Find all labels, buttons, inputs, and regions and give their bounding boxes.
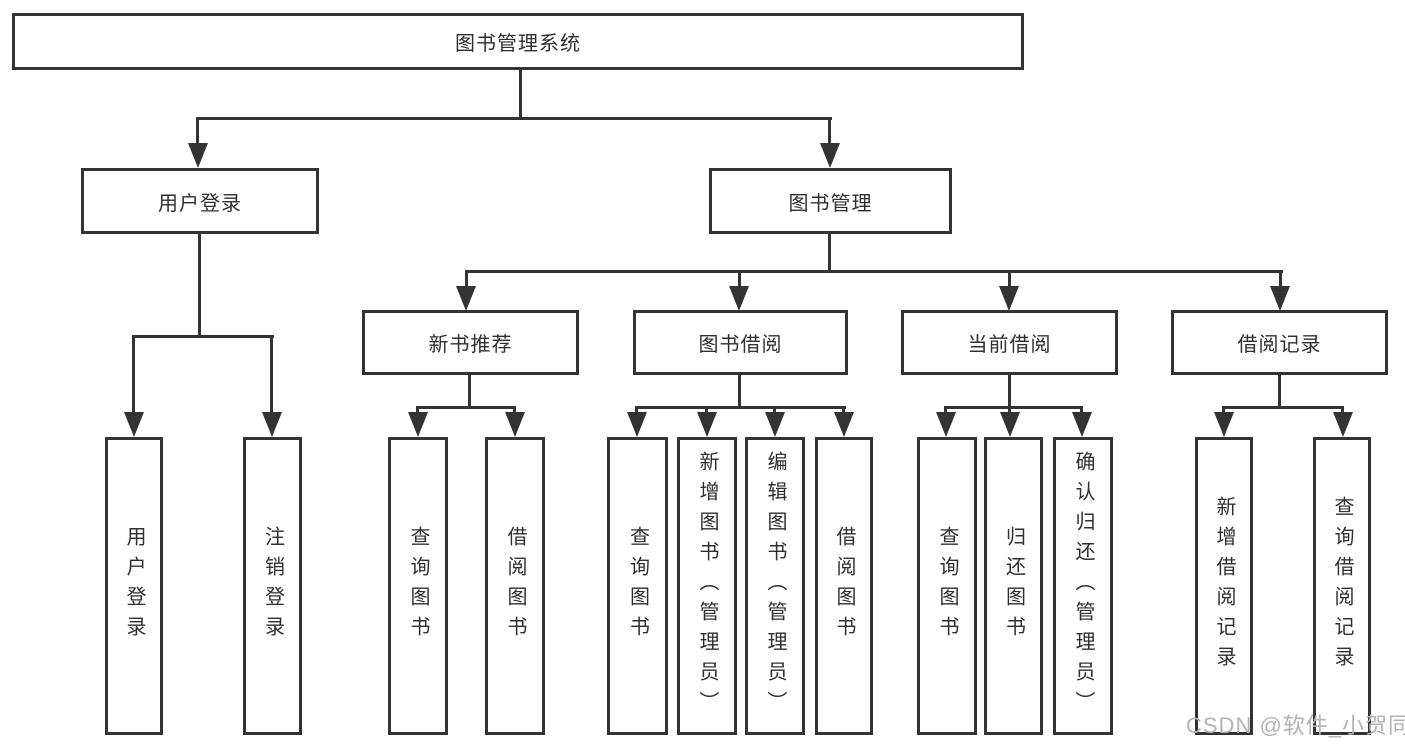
leaf-query-book-borrow-label: 查询图书 bbox=[626, 526, 649, 646]
arrow-down-add-book-admin bbox=[697, 412, 717, 437]
leaf-add-borrow-record: 新增借阅记录 bbox=[1195, 437, 1253, 735]
leaf-add-borrow-record-label: 新增借阅记录 bbox=[1213, 496, 1235, 676]
connector-nr-arm-2 bbox=[513, 406, 516, 414]
arrow-down-query-book-borrow bbox=[627, 412, 647, 437]
connector-ul-arm-1 bbox=[132, 335, 135, 413]
leaf-return-book: 归还图书 bbox=[984, 437, 1043, 735]
leaf-query-borrow-record: 查询借阅记录 bbox=[1313, 437, 1371, 735]
arrow-down-query-borrow-record bbox=[1333, 412, 1353, 437]
node-current-borrow: 当前借阅 bbox=[901, 310, 1118, 375]
arrow-down-borrow-book-recommend bbox=[505, 412, 525, 437]
arrow-down-query-book-recommend bbox=[408, 412, 428, 437]
connector-cb-arm-1 bbox=[944, 406, 947, 414]
leaf-edit-book-admin: 编辑图书（管理员） bbox=[745, 437, 805, 735]
leaf-add-book-admin: 新增图书（管理员） bbox=[677, 437, 737, 735]
leaf-confirm-return-admin-label: 确认归还（管理员） bbox=[1072, 451, 1094, 721]
leaf-return-book-label: 归还图书 bbox=[1002, 526, 1025, 646]
arrow-down-return-book bbox=[1000, 412, 1020, 437]
arrow-down-query-book-current bbox=[936, 412, 956, 437]
connector-root-stem bbox=[519, 70, 522, 118]
leaf-query-borrow-record-label: 查询借阅记录 bbox=[1331, 496, 1353, 676]
connector-cb-hbar bbox=[944, 406, 1083, 409]
connector-bm-hbar bbox=[465, 270, 1283, 273]
connector-bm-arm-2 bbox=[738, 270, 741, 288]
connector-br-stem bbox=[1278, 375, 1281, 408]
leaf-borrow-book-borrow-label: 借阅图书 bbox=[833, 526, 855, 646]
connector-nr-hbar bbox=[416, 406, 516, 409]
node-borrow-records: 借阅记录 bbox=[1171, 310, 1388, 375]
node-new-book-recommend: 新书推荐 bbox=[362, 310, 579, 375]
node-book-borrow: 图书借阅 bbox=[633, 310, 848, 375]
connector-br-arm-2 bbox=[1341, 406, 1344, 414]
connector-ul-arm-2 bbox=[270, 335, 273, 413]
connector-bb-arm-2 bbox=[705, 406, 708, 414]
connector-br-hbar bbox=[1222, 406, 1344, 409]
leaf-borrow-book-recommend: 借阅图书 bbox=[485, 437, 545, 735]
connector-ul-hbar bbox=[132, 335, 274, 338]
connector-cb-arm-2 bbox=[1008, 406, 1011, 414]
connector-root-arm-left bbox=[196, 117, 199, 145]
connector-nr-arm-1 bbox=[416, 406, 419, 414]
leaf-user-login: 用户登录 bbox=[105, 437, 163, 735]
arrow-down-current-borrow bbox=[999, 286, 1019, 311]
connector-br-arm-1 bbox=[1222, 406, 1225, 414]
connector-cb-arm-3 bbox=[1080, 406, 1083, 414]
connector-bm-arm-1 bbox=[465, 270, 468, 288]
connector-root-arm-right bbox=[828, 117, 831, 145]
arrow-down-confirm-return-admin bbox=[1072, 412, 1092, 437]
connector-bb-arm-4 bbox=[842, 406, 845, 414]
arrow-down-edit-book-admin bbox=[765, 412, 785, 437]
leaf-user-login-label: 用户登录 bbox=[123, 526, 145, 646]
arrow-down-logout bbox=[262, 412, 282, 437]
connector-bm-arm-3 bbox=[1008, 270, 1011, 288]
leaf-edit-book-admin-label: 编辑图书（管理员） bbox=[764, 451, 786, 721]
node-book-management: 图书管理 bbox=[709, 168, 952, 234]
arrow-down-borrow-book-borrow bbox=[834, 412, 854, 437]
leaf-add-book-admin-label: 新增图书（管理员） bbox=[696, 451, 718, 721]
connector-bb-stem bbox=[738, 375, 741, 408]
arrow-down-borrow-records bbox=[1270, 286, 1290, 311]
arrow-down-user-login bbox=[188, 143, 208, 168]
connector-bb-hbar bbox=[635, 406, 846, 409]
connector-bm-arm-4 bbox=[1279, 270, 1282, 288]
connector-bb-arm-1 bbox=[635, 406, 638, 414]
leaf-query-book-recommend-label: 查询图书 bbox=[407, 526, 429, 646]
leaf-logout-label: 注销登录 bbox=[261, 526, 284, 646]
leaf-query-book-current: 查询图书 bbox=[917, 437, 977, 735]
csdn-watermark: CSDN @软件_小贺同学 bbox=[1186, 713, 1405, 738]
leaf-borrow-book-recommend-label: 借阅图书 bbox=[504, 526, 526, 646]
arrow-down-add-borrow-record bbox=[1214, 412, 1234, 437]
leaf-confirm-return-admin: 确认归还（管理员） bbox=[1053, 437, 1113, 735]
arrow-down-book-borrow bbox=[729, 286, 749, 311]
arrow-down-book-management bbox=[820, 143, 840, 168]
connector-root-hbar bbox=[196, 117, 832, 120]
connector-bm-stem bbox=[828, 234, 831, 273]
leaf-query-book-borrow: 查询图书 bbox=[607, 437, 668, 735]
node-user-login: 用户登录 bbox=[81, 168, 319, 234]
leaf-logout: 注销登录 bbox=[243, 437, 302, 735]
connector-bb-arm-3 bbox=[773, 406, 776, 414]
connector-cb-stem bbox=[1008, 375, 1011, 408]
connector-ul-stem bbox=[198, 234, 201, 338]
node-root: 图书管理系统 bbox=[12, 13, 1024, 70]
connector-nr-stem bbox=[468, 375, 471, 408]
arrow-down-user-login-leaf bbox=[124, 412, 144, 437]
leaf-query-book-current-label: 查询图书 bbox=[936, 526, 958, 646]
leaf-borrow-book-borrow: 借阅图书 bbox=[815, 437, 873, 735]
arrow-down-new-book-recommend bbox=[456, 286, 476, 311]
leaf-query-book-recommend: 查询图书 bbox=[388, 437, 448, 735]
